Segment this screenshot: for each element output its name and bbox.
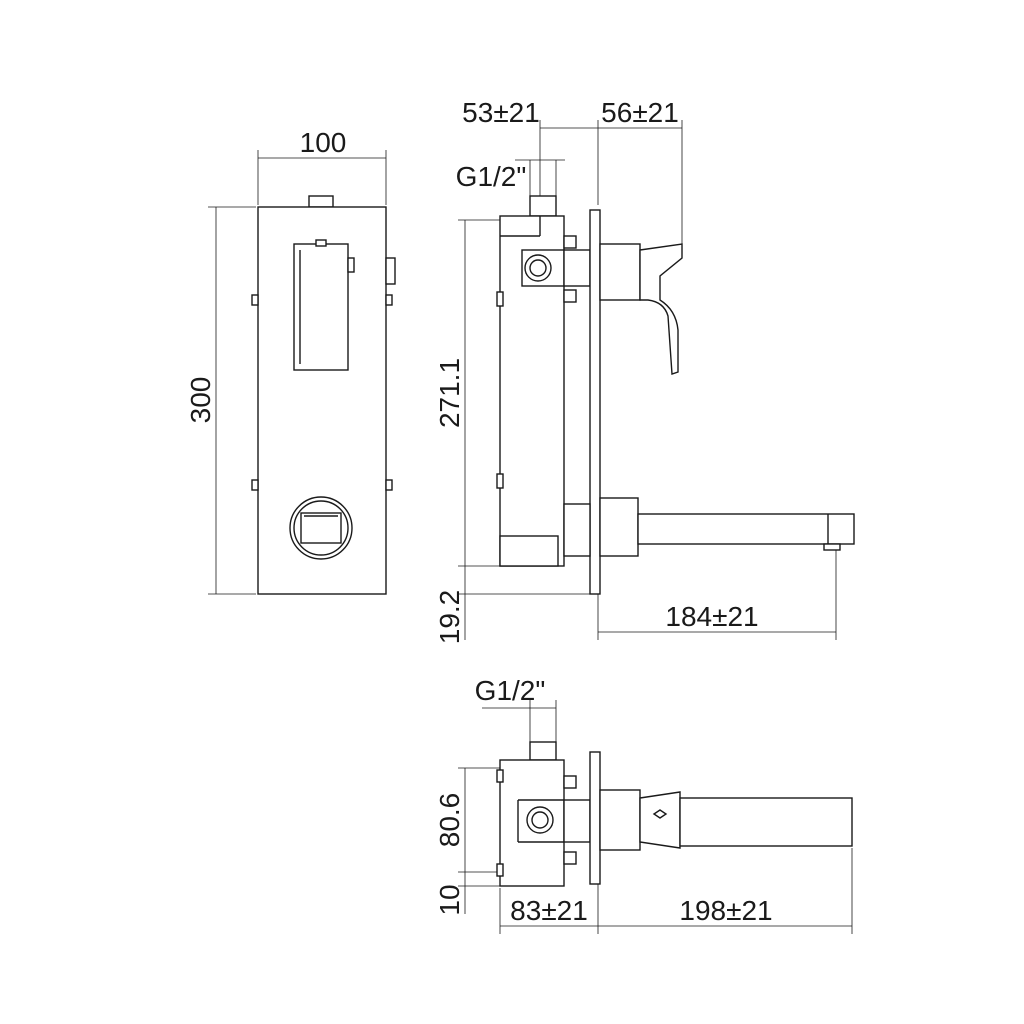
side-spout-collar bbox=[599, 497, 639, 557]
side-view: 53±21 56±21 G1/2" 271.1 19.2 184±21 bbox=[434, 97, 855, 645]
side-body-height-label: 271.1 bbox=[434, 358, 465, 428]
top-body-label: 83±21 bbox=[510, 895, 588, 926]
top-wall-plate bbox=[589, 751, 601, 885]
side-spout-label: 184±21 bbox=[665, 601, 758, 632]
front-height-label: 300 bbox=[185, 377, 216, 424]
top-connector bbox=[529, 741, 557, 761]
top-depth-label: 80.6 bbox=[434, 793, 465, 848]
top-spout-label: 198±21 bbox=[679, 895, 772, 926]
top-bottom-label: 10 bbox=[434, 884, 465, 915]
top-spout bbox=[679, 797, 853, 847]
side-offset-a-label: 53±21 bbox=[462, 97, 540, 128]
top-spout-collar bbox=[599, 789, 641, 851]
front-width-label: 100 bbox=[300, 127, 347, 158]
side-thread-label: G1/2" bbox=[456, 161, 527, 192]
side-bottom-label: 19.2 bbox=[434, 590, 465, 645]
front-top-connector bbox=[308, 195, 334, 208]
front-diverter-knob bbox=[289, 496, 353, 560]
side-wall-plate bbox=[589, 209, 601, 595]
side-top-connector bbox=[529, 195, 557, 217]
side-offset-b-label: 56±21 bbox=[601, 97, 679, 128]
side-mixer-lever bbox=[599, 243, 683, 375]
front-side-connector bbox=[385, 257, 396, 285]
side-spout bbox=[637, 513, 855, 545]
top-thread-label: G1/2" bbox=[475, 675, 546, 706]
top-valve bbox=[526, 806, 554, 834]
front-view: 100 300 bbox=[185, 127, 396, 595]
top-view: G1/2" 80.6 10 83±21 198±21 bbox=[434, 675, 853, 934]
